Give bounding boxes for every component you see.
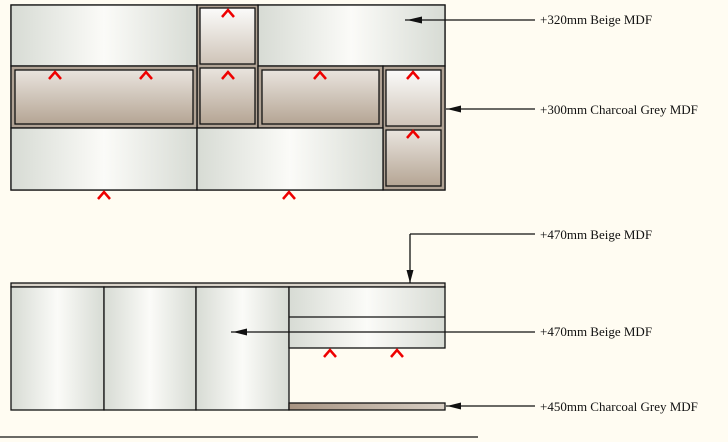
arrowhead-icon <box>407 16 422 24</box>
label-lower-charcoal: +450mm Charcoal Grey MDF <box>540 399 698 414</box>
label-lower-beige-top: +470mm Beige MDF <box>540 227 652 242</box>
handle-caret-icon <box>139 70 153 80</box>
drawer-far-right-top <box>385 69 442 127</box>
arrowhead-icon <box>233 328 247 336</box>
beige-door-top-right <box>257 4 446 67</box>
label-lower-beige-middle: +470mm Beige MDF <box>540 324 652 339</box>
charcoal-plinth-strip <box>288 402 446 411</box>
drawer-middle-top <box>199 7 256 65</box>
beige-door-2 <box>103 286 197 411</box>
handle-caret-icon <box>313 70 327 80</box>
handle-caret-icon <box>406 129 420 139</box>
beige-door-3 <box>195 286 290 411</box>
handle-caret-icon <box>390 348 404 358</box>
leader-lower-beige-top: +470mm Beige MDF <box>406 227 652 283</box>
lower-base-unit <box>10 282 446 411</box>
handle-caret-icon <box>97 190 111 200</box>
beige-door-top-left <box>10 4 198 67</box>
label-upper-beige: +320mm Beige MDF <box>540 12 652 27</box>
drawer-far-right-bottom <box>385 129 442 187</box>
beige-door-bottom-left <box>10 127 198 191</box>
handle-caret-icon <box>48 70 62 80</box>
charcoal-door-right <box>261 69 380 125</box>
charcoal-door-left <box>14 69 194 125</box>
arrowhead-icon <box>447 105 461 113</box>
arrowhead-icon <box>406 270 414 283</box>
arrowhead-icon <box>447 402 461 410</box>
beige-door-bottom-middle <box>196 127 384 191</box>
leader-upper-beige: +320mm Beige MDF <box>405 12 652 27</box>
handle-caret-icon <box>282 190 296 200</box>
leader-lower-beige-middle: +470mm Beige MDF <box>231 324 652 339</box>
leader-upper-charcoal: +300mm Charcoal Grey MDF <box>446 102 698 117</box>
label-upper-charcoal: +300mm Charcoal Grey MDF <box>540 102 698 117</box>
handle-caret-icon <box>406 70 420 80</box>
handle-markers-upper <box>48 8 420 200</box>
upper-wall-unit <box>10 4 446 191</box>
handle-caret-icon <box>323 348 337 358</box>
handle-caret-icon <box>221 8 235 18</box>
handle-caret-icon <box>221 70 235 80</box>
drawer-middle-lower <box>199 67 256 125</box>
beige-door-1 <box>10 286 105 411</box>
leader-lower-charcoal: +450mm Charcoal Grey MDF <box>446 399 698 414</box>
